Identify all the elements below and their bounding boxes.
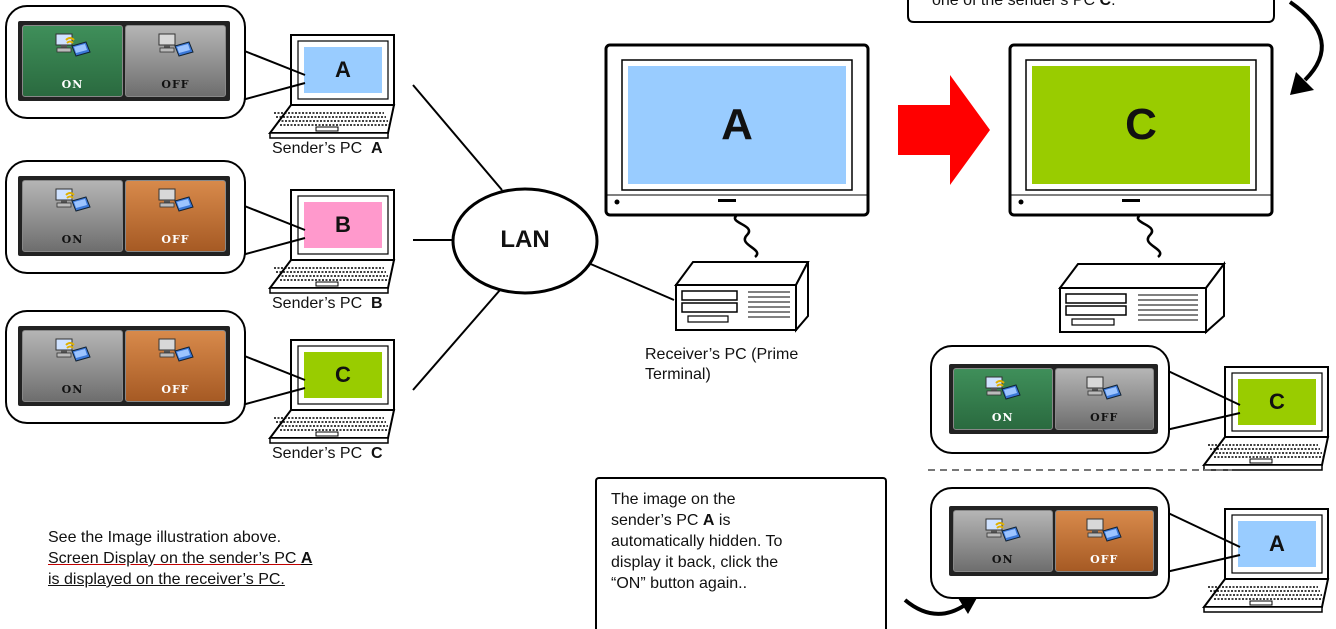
wireless-pc-icon: [54, 32, 92, 65]
bottom-note: The image on the sender’s PC A is automa…: [595, 477, 887, 629]
off-button[interactable]: OFF: [1054, 368, 1154, 430]
sender-screen-letter: C: [335, 362, 351, 387]
pc-icon: [157, 32, 195, 65]
on-button[interactable]: ON: [953, 368, 1053, 430]
sender-caption-a: Sender’s PC A: [272, 140, 383, 157]
on-button[interactable]: ON: [22, 330, 123, 402]
bottom-note-line5: “ON” button again..: [611, 575, 748, 592]
top-note-prefix: one of the sender’s PC: [932, 0, 1100, 9]
transition-arrow: [898, 75, 990, 185]
pc-icon: [1085, 517, 1123, 550]
off-button-label: OFF: [1090, 411, 1119, 424]
lan-ellipse: [451, 187, 599, 295]
curved-arrow-top-head: [1290, 72, 1314, 95]
sender-laptop-a: [268, 34, 396, 139]
toggle-panel: ON OFF: [18, 176, 230, 256]
sender-laptop-b: [268, 189, 396, 294]
sender-screen-letter: A: [335, 57, 351, 82]
result-laptop-c: [1202, 366, 1330, 471]
left-note-line2-prefix: Screen Display on the sender’s PC: [48, 550, 301, 567]
lan-label: LAN: [500, 226, 550, 253]
toggle-panel: ON OFF: [949, 506, 1158, 576]
top-note-letter: C: [1099, 0, 1112, 9]
off-button-label: OFF: [1090, 553, 1119, 566]
on-button-label: ON: [991, 411, 1014, 424]
toggle-panel: ON OFF: [18, 326, 230, 406]
wireless-pc-icon: [984, 517, 1022, 550]
pc-icon: [157, 187, 195, 220]
wireless-pc-icon: [54, 187, 92, 220]
monitor-cable: [1136, 214, 1162, 258]
sender-screen-letter: B: [335, 212, 351, 237]
off-button[interactable]: OFF: [125, 330, 226, 402]
receiver-tower-after: [1058, 261, 1226, 335]
sender-laptop-c: [268, 339, 396, 444]
network-lines: [412, 84, 675, 391]
on-button[interactable]: ON: [22, 25, 123, 97]
on-button[interactable]: ON: [953, 510, 1053, 572]
bottom-note-line2-prefix: sender’s PC: [611, 512, 703, 529]
pc-icon: [157, 337, 195, 370]
receiver-caption-line2: Terminal): [645, 366, 711, 383]
left-note: See the Image illustration above. Screen…: [48, 527, 312, 590]
off-button-label: OFF: [161, 383, 190, 396]
receiver-caption-line1: Receiver’s PC (Prime: [645, 346, 799, 363]
monitor-cable: [733, 214, 759, 258]
off-button-label: OFF: [161, 233, 190, 246]
bottom-note-line1: The image on the: [611, 491, 736, 508]
top-note-suffix: .: [1111, 0, 1116, 9]
on-button-label: ON: [61, 383, 84, 396]
on-button-label: ON: [991, 553, 1014, 566]
bottom-note-line2-letter: A: [702, 512, 715, 529]
result-screen-letter: A: [1269, 531, 1285, 556]
left-note-line2: Screen Display on the sender’s PC A: [48, 548, 312, 569]
left-note-line3: is displayed on the receiver’s PC.: [48, 571, 285, 588]
top-note-box: [907, 0, 1275, 23]
left-note-line2-letter: A: [300, 550, 313, 567]
top-note-text: one of the sender’s PC C.: [932, 0, 1116, 10]
bottom-note-line2-suffix: is: [714, 512, 731, 529]
on-button[interactable]: ON: [22, 180, 123, 252]
toggle-panel: ON OFF: [18, 21, 230, 101]
bottom-note-line3: automatically hidden. To: [611, 533, 783, 550]
result-laptop-a: [1202, 508, 1330, 613]
receiver-monitor-before: [604, 43, 870, 258]
receiver-caption: Receiver’s PC (Prime Terminal): [645, 345, 798, 385]
toggle-panel: ON OFF: [949, 364, 1158, 434]
off-button[interactable]: OFF: [125, 25, 226, 97]
off-button-label: OFF: [161, 78, 190, 91]
on-button-label: ON: [61, 233, 84, 246]
on-button-label: ON: [61, 78, 84, 91]
curved-arrow-bottom-head: [958, 596, 978, 614]
wireless-pc-icon: [984, 375, 1022, 408]
monitor-before-letter: A: [721, 100, 753, 149]
curved-arrow-bottom: [903, 598, 967, 616]
link-c-lan: [412, 289, 501, 391]
result-screen-letter: C: [1269, 389, 1285, 414]
sender-caption-c: Sender’s PC C: [272, 445, 383, 462]
sender-caption-b: Sender’s PC B: [272, 295, 383, 312]
receiver-tower: [674, 261, 810, 333]
bottom-note-line4: display it back, click the: [611, 554, 779, 571]
sender-laptops: [241, 34, 1330, 613]
left-note-line1: See the Image illustration above.: [48, 529, 282, 546]
link-lan-receiver: [585, 261, 675, 301]
receiver-monitor-after: [1008, 43, 1274, 258]
off-button[interactable]: OFF: [1054, 510, 1154, 572]
monitor-after-letter: C: [1125, 100, 1157, 149]
curved-arrow-top: [1288, 0, 1324, 82]
pc-icon: [1085, 375, 1123, 408]
bottom-note-line2: sender’s PC A is: [611, 510, 871, 531]
link-a-lan: [412, 84, 503, 191]
wireless-pc-icon: [54, 337, 92, 370]
off-button[interactable]: OFF: [125, 180, 226, 252]
